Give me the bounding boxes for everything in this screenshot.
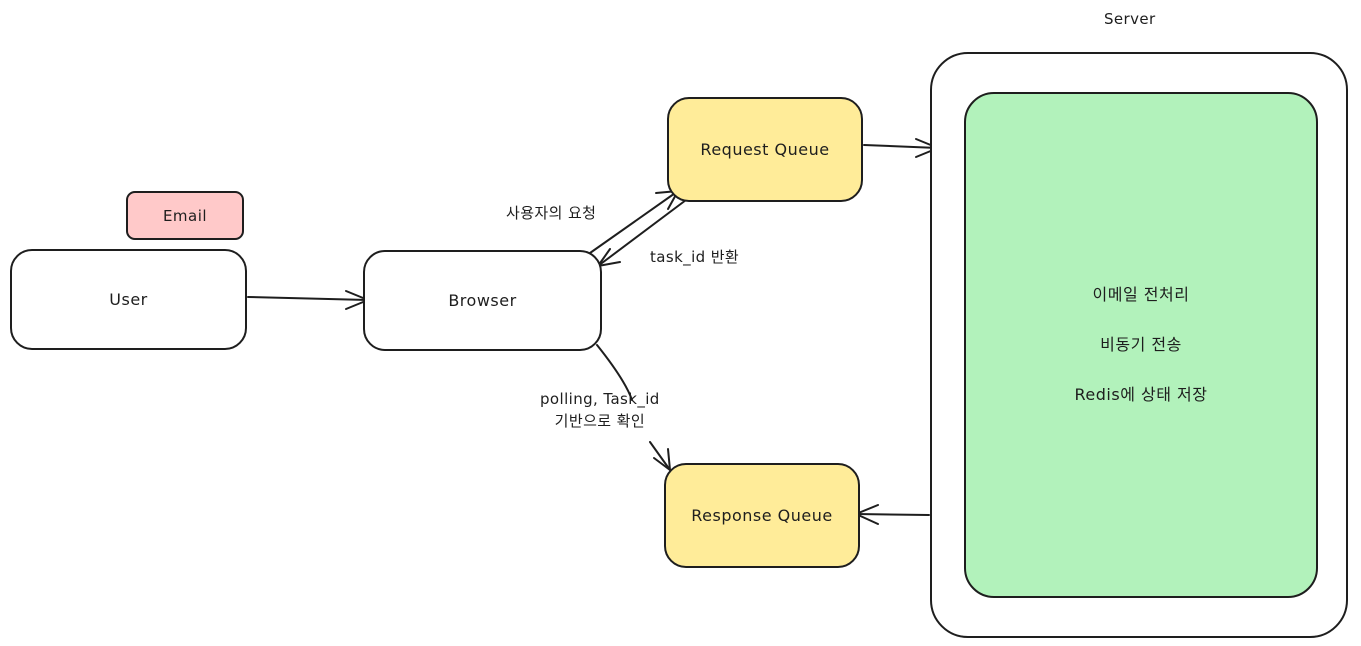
edge-label-polling-line2: 기반으로 확인 [554, 412, 646, 430]
arrow-browser-to-request-queue [589, 190, 679, 254]
edge-label-polling: polling, Task_id 기반으로 확인 [540, 388, 660, 432]
server-task-redis-store: Redis에 상태 저장 [1074, 385, 1208, 404]
server-title: Server [1104, 10, 1156, 28]
edge-label-polling-line1: polling, Task_id [540, 390, 660, 408]
edge-label-user-request: 사용자의 요청 [506, 204, 597, 222]
server-task-preprocess: 이메일 전처리 [1092, 285, 1190, 304]
browser-node: Browser [363, 250, 602, 351]
arrow-server-to-response-queue [855, 513, 930, 516]
server-processing-box: 이메일 전처리 비동기 전송 Redis에 상태 저장 [964, 92, 1318, 598]
arrow-request-queue-to-browser [597, 199, 687, 267]
edge-label-task-id-return: task_id 반환 [650, 248, 740, 266]
user-node: User [10, 249, 247, 350]
server-task-async-send: 비동기 전송 [1100, 335, 1182, 354]
email-node: Email [126, 191, 244, 240]
arrow-browser-to-response-queue [596, 344, 671, 471]
arrow-user-to-browser [247, 296, 369, 301]
request-queue-node: Request Queue [667, 97, 863, 202]
arrow-request-queue-to-server [863, 144, 939, 149]
response-queue-node: Response Queue [664, 463, 860, 568]
